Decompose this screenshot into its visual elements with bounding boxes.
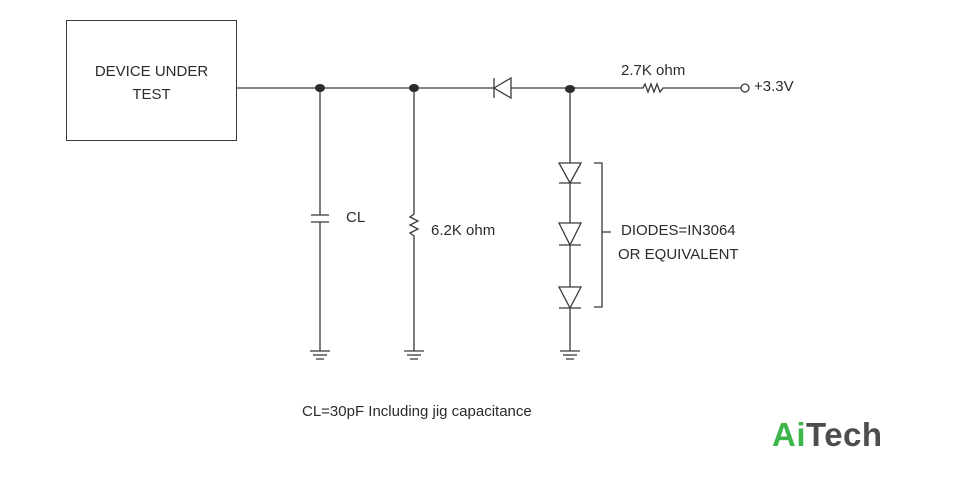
ground-diodes xyxy=(560,350,580,360)
footnote: CL=30pF Including jig capacitance xyxy=(302,403,532,420)
supply-terminal xyxy=(740,83,750,93)
device-under-test-box: DEVICE UNDER TEST xyxy=(66,20,237,141)
pullup-resistor-label: 2.7K ohm xyxy=(621,62,686,79)
dut-label-line1: DEVICE UNDER xyxy=(94,63,209,80)
junction-cl xyxy=(315,84,325,92)
dut-label-line2: TEST xyxy=(132,86,171,103)
junction-r xyxy=(409,84,419,92)
ground-cl xyxy=(310,350,330,360)
logo-ai: Ai xyxy=(772,416,806,453)
junction-diodes xyxy=(565,85,575,93)
diodes-label-line1: DIODES=IN3064 xyxy=(621,222,736,239)
ground-r xyxy=(404,350,424,360)
aitech-logo: AiTech xyxy=(772,418,883,451)
diode-1 xyxy=(557,162,583,185)
diode-2 xyxy=(557,222,583,247)
load-capacitor xyxy=(311,88,329,351)
series-diode xyxy=(492,76,512,100)
cl-label: CL xyxy=(346,209,366,226)
diode-3 xyxy=(557,286,583,310)
logo-tech: Tech xyxy=(806,416,883,453)
supply-label: +3.3V xyxy=(754,78,794,95)
pullup-resistor xyxy=(640,82,741,94)
diodes-label-line2: OR EQUIVALENT xyxy=(618,246,739,263)
diode-bracket xyxy=(594,162,603,308)
load-resistor-label: 6.2K ohm xyxy=(431,222,496,239)
load-resistor xyxy=(408,88,420,351)
